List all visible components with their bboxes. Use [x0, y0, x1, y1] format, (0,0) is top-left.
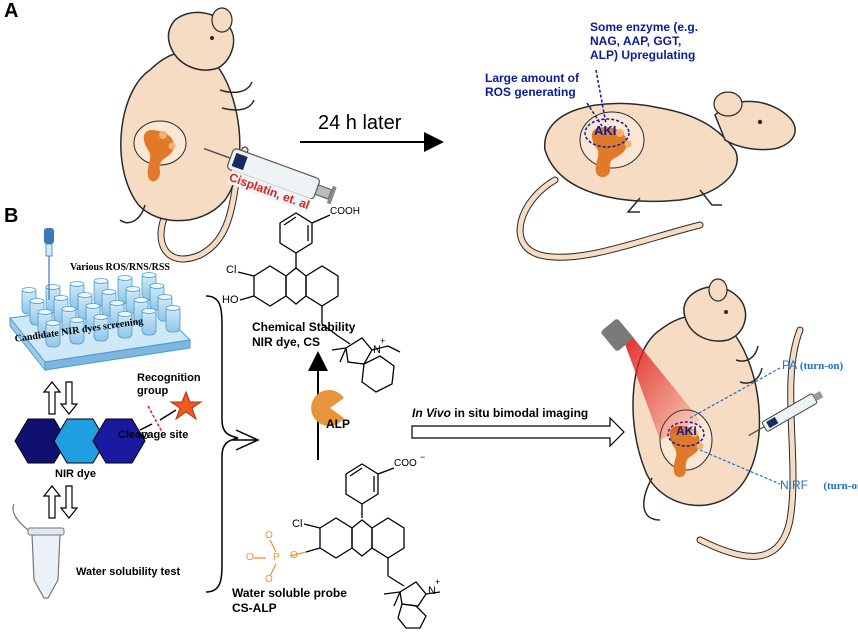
mouse-imaging-illustration [632, 278, 804, 560]
panel-a-label: A [4, 0, 19, 22]
enzyme-note: Some enzyme (e.g. NAG, AAP, GGT, ALP) Up… [590, 20, 699, 62]
well-tube-rim [101, 289, 117, 295]
cooh-group: COOH [330, 206, 360, 217]
well-tube-rim [69, 317, 85, 323]
well-tube-rim [45, 320, 61, 326]
well-tube-rim [61, 306, 77, 312]
well-tube-rim [69, 281, 85, 287]
imaging-label: In Vivo in situ bimodal imaging [412, 406, 588, 420]
cl-atom-cs: Cl [226, 264, 237, 276]
well-plate-illustration [9, 272, 192, 372]
mouse-right-illustration [516, 91, 796, 261]
well-tube-rim [165, 305, 181, 311]
well-tube-rim [117, 311, 133, 317]
well-tube-rim [93, 278, 109, 284]
pa-label: PA (turn-on) [782, 358, 843, 372]
nirf-label: NIRF (turn-on) [780, 478, 858, 492]
aki-label-b: AKI [676, 424, 697, 438]
cl-atom-probe: Cl [292, 518, 303, 530]
o-bottom-probe: O [265, 574, 273, 585]
imaging-label-rest: in situ bimodal imaging [450, 406, 589, 420]
p-atom: P [273, 552, 280, 563]
panel-b-label: B [4, 205, 19, 227]
o-left-probe: O [246, 552, 254, 563]
well-tube-rim [141, 308, 157, 314]
brace [205, 295, 239, 593]
probe-title: Water soluble probe CS-ALP [232, 586, 347, 615]
pa-state: (turn-on) [799, 360, 844, 372]
well-tube-rim [133, 297, 149, 303]
o-link-probe: O [290, 550, 298, 561]
microtube-illustration [12, 503, 65, 599]
ho-group: HO [222, 294, 239, 306]
ros-note: Large amount of ROS generating [485, 71, 580, 99]
nir-dye-label: NIR dye [55, 468, 96, 480]
imaging-arrow [411, 416, 625, 448]
cs-alp-probe-structure [303, 463, 441, 629]
alp-enzyme-icon [311, 390, 344, 427]
well-tube-rim [141, 272, 157, 278]
well-tube-rim [37, 309, 53, 315]
n-atom-cs: N [373, 344, 381, 356]
well-tube-rim [45, 284, 61, 290]
o-atom-nir: O [141, 431, 149, 442]
o-top-probe: O [265, 530, 273, 541]
ros-rns-rss-label: Various ROS/RNS/RSS [70, 262, 170, 273]
n-charge-cs: + [380, 336, 386, 346]
imaging-label-italic: In Vivo [412, 406, 451, 420]
n-atom-probe: N [428, 585, 436, 597]
pa-label-text: PA [782, 358, 797, 372]
updown-arrows-2 [42, 485, 79, 519]
well-tube-rim [117, 275, 133, 281]
laser-icon [601, 319, 700, 440]
aki-label-a: AKI [594, 123, 617, 138]
well-tube-rim [157, 294, 173, 300]
time-label: 24 h later [318, 112, 402, 134]
well-tube-rim [29, 298, 45, 304]
well-tube-rim [21, 287, 37, 293]
well-tube-rim [125, 286, 141, 292]
nirf-state: (turn-on) [823, 480, 858, 492]
well-tube-rim [53, 295, 69, 301]
syringe-injection-icon [748, 391, 824, 437]
well-tube-rim [109, 300, 125, 306]
water-solubility-label: Water solubility test [76, 566, 181, 578]
cs-title: Chemical Stability NIR dye, CS [252, 320, 356, 349]
coo-group: COO [394, 458, 417, 469]
well-tube-rim [77, 292, 93, 298]
nirf-label-text: NIRF [780, 478, 808, 492]
cs-dye-structure [237, 212, 401, 393]
nir-dye-structure [14, 390, 203, 464]
cleavage-site-label: Cleavage site [118, 429, 189, 441]
n-charge-probe: + [435, 577, 441, 587]
well-tube-rim [85, 303, 101, 309]
recognition-group-label: Recognition group [137, 372, 201, 397]
coo-charge: − [420, 452, 426, 462]
dropper-icon [44, 228, 54, 300]
updown-arrows-1 [42, 381, 79, 415]
well-tube-rim [93, 314, 109, 320]
alp-label: ALP [326, 417, 350, 431]
mouse-left-illustration [119, 7, 255, 263]
phosphate-group [254, 539, 307, 577]
well-tube-rim [149, 283, 165, 289]
